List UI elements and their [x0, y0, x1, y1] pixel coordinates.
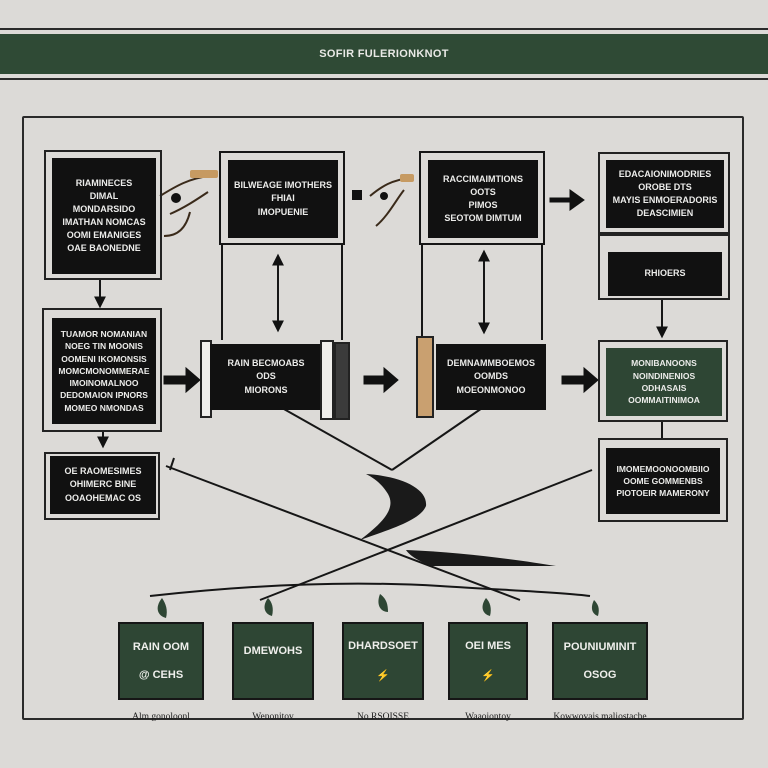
mid-center-2-line: OOMDS — [473, 371, 508, 382]
lower-left-line: OOAOHEMAC OS — [64, 492, 141, 503]
bottom-box-2-title: DMEWOHS — [243, 644, 303, 657]
tube-right-1 — [320, 340, 334, 420]
mid-right-frame — [598, 340, 728, 422]
lower-right-frame — [598, 438, 728, 522]
bottom-box-5: POUNIUMINIT OSOG — [552, 622, 648, 700]
top-box-1-frame — [44, 150, 162, 280]
top-box-1-line: MONDARSIDO — [72, 203, 136, 214]
top-box-4-line: EDACAIONIMODRIES — [618, 168, 712, 179]
header-rule-bottom — [0, 78, 768, 80]
lower-right-line: OOME GOMMENBS — [623, 475, 703, 486]
bottom-caption-1: Alm gonoloonl — [132, 712, 190, 722]
lower-right-line: IMOMEMOONOOMBIIO — [616, 463, 710, 474]
mid-left-line: MOMEO NMONDAS — [64, 402, 144, 413]
tube-left-2 — [416, 336, 434, 418]
lightning-icon: ⚡ — [481, 669, 495, 682]
mid-left-line: DEDOMAION IPNORS — [60, 390, 148, 401]
mid-right-box: MONIBANOONS NOINDINENIOS ODHASAIS OOMMAI… — [606, 348, 722, 416]
top-box-1-line: RIAMINECES — [75, 177, 133, 188]
top-box-3-line: SEOTOM DIMTUM — [444, 213, 522, 224]
mid-center-box-1: RAIN BECMOABS ODS MIORONS — [210, 344, 322, 410]
mid-right-line: OOMMAITINIMOA — [628, 395, 700, 406]
bottom-box-1: RAIN OOM @ CEHS — [118, 622, 204, 700]
mid-left-line: TUAMOR NOMANIAN — [60, 328, 148, 339]
bottom-box-1-sub: @ CEHS — [138, 669, 184, 682]
tube-right-1b — [334, 342, 350, 420]
header-title: SOFIR FULERIONKNOT — [0, 34, 768, 74]
top-box-4-frame — [598, 152, 730, 234]
bottom-box-3-title: DHARDSOET — [348, 640, 418, 653]
top-box-1-line: OOMI EMANIGES — [66, 230, 142, 241]
bottom-box-1-title: RAIN OOM — [132, 640, 190, 653]
bottom-caption-5: Kowwovais maliostache — [553, 712, 647, 722]
bottom-caption-2: Wenonitov — [252, 712, 294, 722]
top-box-4-line: DEASCIMIEN — [636, 208, 694, 219]
arrow-right-2 — [363, 366, 399, 394]
mid-right-line: MONIBANOONS — [631, 358, 697, 369]
top-box-2: BILWEAGE IMOTHERS FHIAI IMOPUENIE — [228, 160, 338, 238]
mid-center-2-line: DEMNAMMBOEMOS — [447, 358, 535, 369]
top-box-3: RACCIMAIMTIONS OOTS PIMOS SEOTOM DIMTUM — [428, 160, 538, 238]
lower-left-line: OHIMERC BINE — [69, 479, 137, 490]
diagram-frame — [22, 116, 744, 720]
right-small-line: RHIOERS — [644, 268, 686, 279]
top-box-3-line: OOTS — [470, 186, 496, 197]
top-box-4: EDACAIONIMODRIES OROBE DTS MAYIS ENMOERA… — [606, 160, 724, 228]
mid-center-1-line: MIORONS — [244, 384, 288, 395]
top-box-2-line: BILWEAGE IMOTHERS — [233, 180, 332, 191]
bottom-box-4: OEI MES ⚡ — [448, 622, 528, 700]
top-box-2-line: IMOPUENIE — [257, 206, 309, 217]
top-box-4-line: OROBE DTS — [638, 181, 692, 192]
bottom-box-5-sub: OSOG — [583, 669, 617, 682]
mid-left-line: NOEG TIN MOONIS — [65, 341, 143, 352]
mid-center-1-line: RAIN BECMOABS — [227, 358, 305, 369]
mid-left-line: OOMENI IKOMONSIS — [61, 353, 147, 364]
header-rule-top — [0, 28, 768, 30]
top-box-1: RIAMINECES DIMAL MONDARSIDO IMATHAN NOMC… — [52, 158, 156, 274]
mid-left-frame — [42, 308, 162, 432]
bottom-box-4-title: OEI MES — [465, 640, 511, 653]
top-box-1-line: DIMAL — [89, 190, 119, 201]
lower-left-frame — [44, 452, 160, 520]
lower-left-box: OE RAOMESIMES OHIMERC BINE OOAOHEMAC OS — [50, 456, 156, 514]
top-box-2-frame — [219, 151, 345, 245]
top-box-3-line: PIMOS — [468, 200, 498, 210]
lower-left-line: OE RAOMESIMES — [64, 466, 142, 477]
mid-right-line: ODHASAIS — [641, 383, 687, 393]
mid-center-1-line: ODS — [256, 371, 276, 382]
top-box-4-line: MAYIS ENMOERADORIS — [612, 195, 718, 205]
mid-left-box: TUAMOR NOMANIAN NOEG TIN MOONIS OOMENI I… — [52, 318, 156, 424]
mid-left-line: MOMCMONOMMERAE — [58, 365, 150, 376]
lightning-icon: ⚡ — [376, 669, 390, 682]
mid-left-line: IMOINOMALNOO — [69, 378, 139, 389]
bottom-box-2: DMEWOHS — [232, 622, 314, 700]
top-box-3-frame — [419, 151, 545, 245]
arrow-right-1 — [163, 366, 201, 394]
bottom-caption-4: Waaoiontoy — [465, 712, 511, 722]
arrow-right-3 — [561, 366, 599, 394]
bottom-caption-3: No RSOISSE — [357, 712, 409, 722]
mid-center-box-2: DEMNAMMBOEMOS OOMDS MOEONMONOO — [436, 344, 546, 410]
arrow-right-top — [549, 189, 585, 211]
swoosh-center — [360, 474, 427, 540]
swoosh-lower — [406, 550, 556, 566]
bottom-box-3: DHARDSOET ⚡ — [342, 622, 424, 700]
top-box-3-line: RACCIMAIMTIONS — [443, 173, 523, 184]
mid-right-line: NOINDINENIOS — [632, 370, 696, 381]
lower-right-box: IMOMEMOONOOMBIIO OOME GOMMENBS PIOTOEIR … — [606, 448, 720, 514]
mid-center-2-line: MOEONMONOO — [456, 384, 526, 395]
right-small-frame — [598, 234, 730, 300]
lower-right-line: PIOTOEIR MAMERONY — [616, 488, 710, 499]
bottom-box-5-title: POUNIUMINIT — [563, 640, 637, 653]
top-box-1-line: OAE BAONEDNE — [67, 243, 141, 254]
top-box-2-line: FHIAI — [271, 193, 295, 204]
top-box-1-line: IMATHAN NOMCAS — [62, 217, 146, 227]
right-small-box: RHIOERS — [608, 252, 722, 296]
